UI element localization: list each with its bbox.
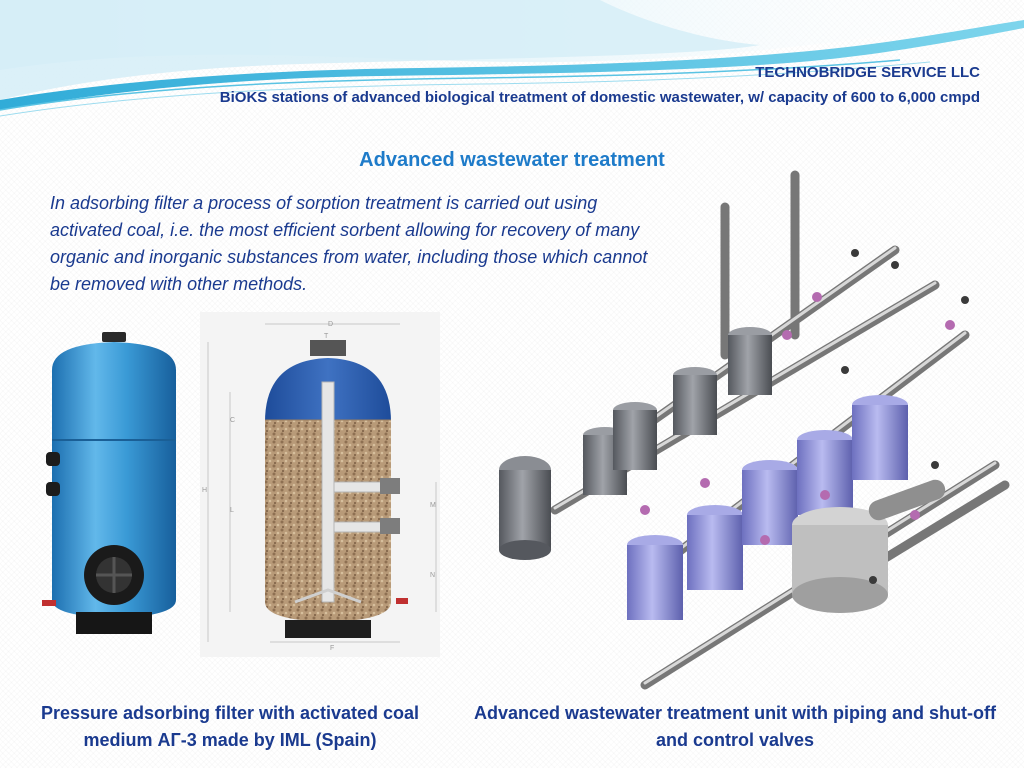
drawing-label-f: F bbox=[330, 645, 334, 652]
drawing-label-n: N bbox=[430, 572, 435, 579]
drawing-label-h: H bbox=[202, 487, 207, 494]
presentation-subtitle: BiOKS stations of advanced biological tr… bbox=[219, 89, 980, 106]
drawing-label-m: M bbox=[430, 502, 436, 509]
drawing-label-l: L bbox=[230, 507, 234, 514]
pressure-filter-tank-image bbox=[42, 332, 176, 634]
treatment-unit-illustration bbox=[499, 170, 1010, 690]
section-title: Advanced wastewater treatment bbox=[359, 149, 665, 171]
drawing-label-d: D bbox=[328, 321, 333, 328]
drawing-label-t: T bbox=[324, 333, 329, 340]
filter-caption: Pressure adsorbing filter with activated… bbox=[40, 703, 420, 750]
drawing-label-c: C bbox=[230, 417, 235, 424]
company-name: TECHNOBRIDGE SERVICE LLC bbox=[755, 64, 980, 81]
filter-cutaway-drawing: D T C H L M N F bbox=[200, 312, 440, 657]
unit-caption: Advanced wastewater treatment unit with … bbox=[473, 703, 997, 750]
header-wave-decoration bbox=[0, 0, 1024, 117]
description-paragraph: In adsorbing filter a process of sorptio… bbox=[50, 193, 648, 294]
